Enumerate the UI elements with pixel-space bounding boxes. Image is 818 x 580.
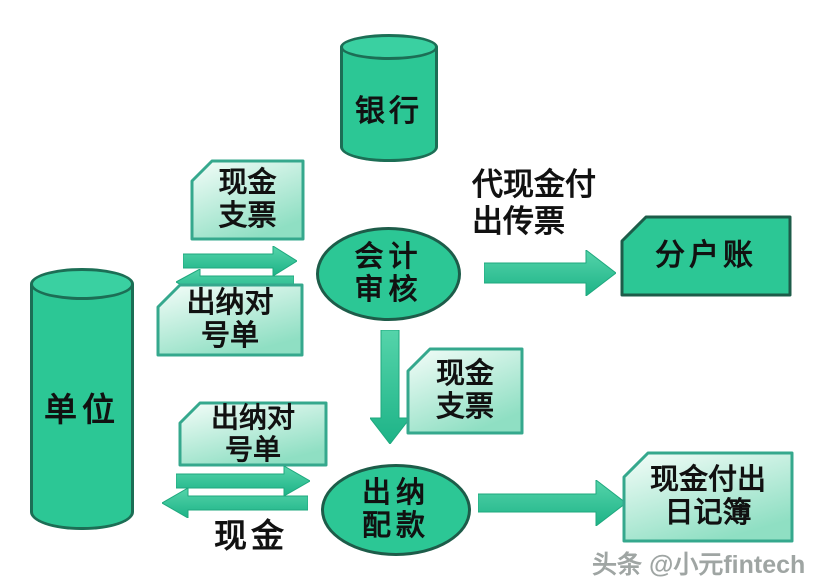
cashier-slip-card-top-label: 出纳对 号单 <box>186 286 274 352</box>
subledger-card-shape <box>620 215 792 297</box>
unit-label: 单位 <box>44 391 120 428</box>
cash-journal-label: 现金付出 日记簿 <box>649 463 766 529</box>
unit-cylinder: 单位 <box>30 268 134 530</box>
bank-cylinder-body <box>340 47 438 162</box>
cashier-slip-card-bottom-label: 出纳对 号单 <box>210 401 295 465</box>
bank-label: 银行 <box>355 95 423 128</box>
cash-check-card-middle: 现金 支票 <box>406 347 524 435</box>
subledger-label: 分户账 <box>655 238 757 272</box>
accounting-review-node: 会计 审核 <box>316 227 461 321</box>
cashier-slip-card-bottom-shape <box>178 401 328 467</box>
bank-cylinder: 银行 <box>340 34 438 162</box>
arrow-left-allocation-to-unit-icon <box>162 488 308 518</box>
cashier-slip-card-top-shape <box>156 283 304 357</box>
cash-check-card-middle-shape <box>406 347 524 435</box>
cash-journal-card-shape <box>622 451 794 543</box>
cash-check-card-middle-label: 现金 支票 <box>435 357 494 423</box>
unit-cylinder-body <box>30 284 134 530</box>
cash-check-card-top: 现金 支票 <box>190 159 305 241</box>
unit-cylinder-top <box>30 268 134 300</box>
voucher-note-label: 代现金付 出传票 <box>472 167 596 240</box>
arrow-right-allocation-to-journal-icon <box>478 480 626 526</box>
cashier-allocation-node: 出纳 配款 <box>321 464 471 556</box>
arrow-right-slip-to-allocation-icon <box>176 466 310 496</box>
cash-journal-card: 现金付出 日记簿 <box>622 451 794 543</box>
cashier-slip-card-bottom: 出纳对 号单 <box>178 401 328 467</box>
cash-check-card-top-label: 现金 支票 <box>218 166 277 232</box>
arrow-down-review-to-allocation-icon <box>370 330 410 444</box>
arrow-right-check-to-review-icon <box>183 246 297 276</box>
subledger-card: 分户账 <box>620 215 792 297</box>
watermark: 头条 @小元fintech <box>592 551 806 579</box>
bank-cylinder-top <box>340 34 438 60</box>
cashier-slip-card-top: 出纳对 号单 <box>156 283 304 357</box>
cash-check-card-top-shape <box>190 159 305 241</box>
arrow-right-review-to-subledger-icon <box>484 250 616 296</box>
cash-label: 现金 <box>214 517 288 554</box>
